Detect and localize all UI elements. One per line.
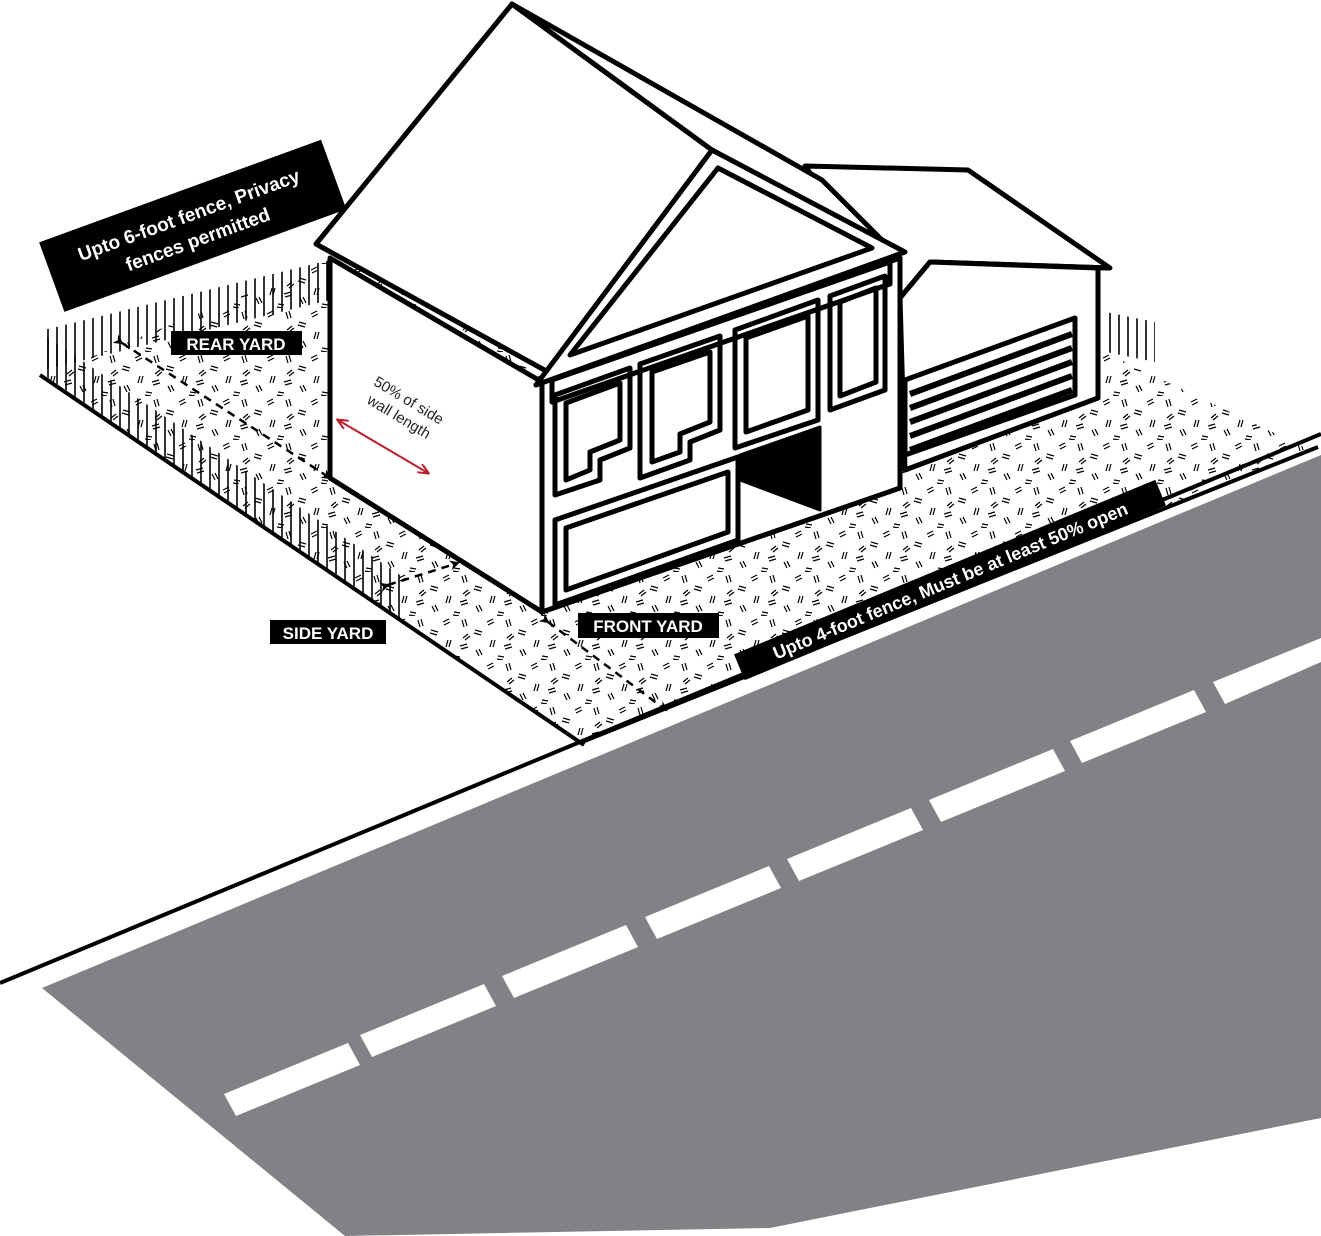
rear-yard-callout: REAR YARD	[171, 331, 302, 355]
rear-yard-label: REAR YARD	[186, 335, 285, 354]
side-yard-label: SIDE YARD	[283, 624, 374, 643]
front-yard-callout: FRONT YARD	[578, 613, 719, 638]
side-yard-callout: SIDE YARD	[270, 620, 386, 644]
front-yard-label: FRONT YARD	[593, 617, 703, 636]
right-fence	[1106, 312, 1155, 362]
